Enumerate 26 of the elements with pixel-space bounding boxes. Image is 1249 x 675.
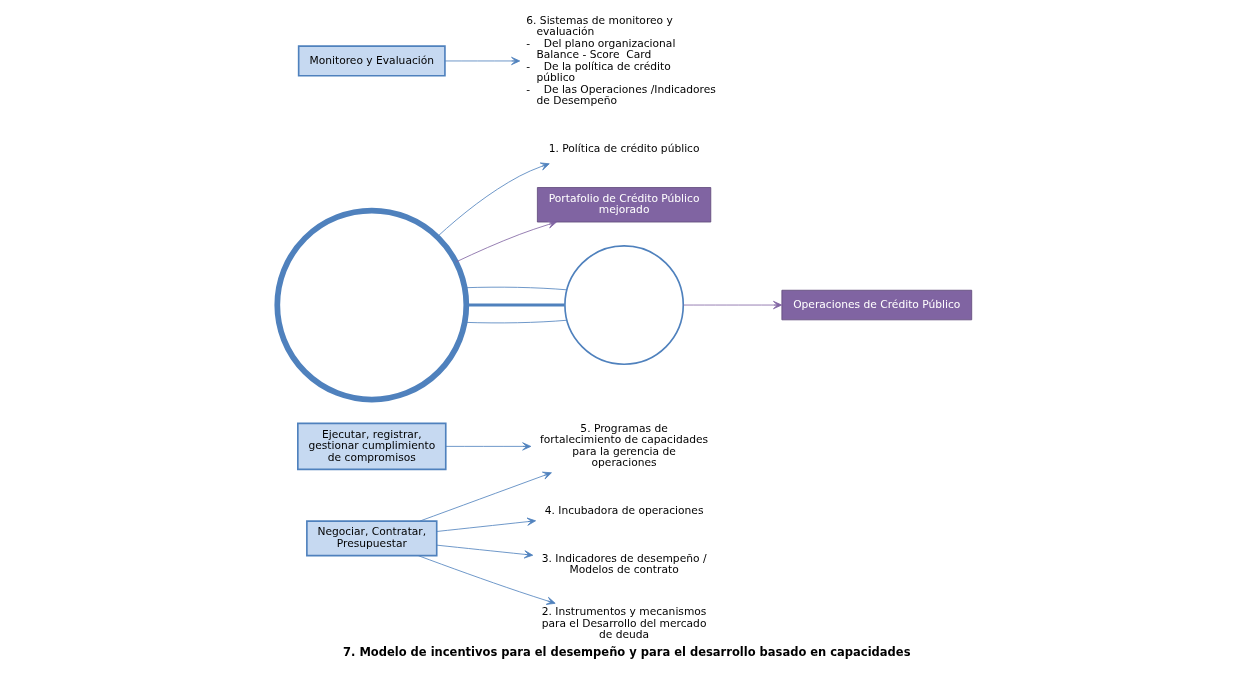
arrow — [436, 517, 536, 532]
node-text: 1. Política de crédito público — [548, 141, 700, 155]
arrow — [445, 442, 532, 451]
arrow — [436, 544, 534, 559]
arrow — [419, 471, 552, 522]
arrow — [683, 300, 783, 310]
node-box: Portafolio de Crédito Público mejorado — [537, 187, 712, 223]
node-text: 3. Indicadores de desempeño / Modelos de contrato — [541, 551, 707, 577]
node-text: 4. Incubadora de operaciones — [544, 504, 704, 518]
connector — [466, 303, 565, 307]
caption: 7. Modelo de incentivos para el desempeño y para el desarrollo basado en capacidades — [343, 645, 911, 660]
node-box: Operaciones de Crédito Público — [781, 289, 973, 321]
node-text: 5. Programas de fortalecimiento de capacidades para la gerencia de operaciones — [540, 421, 709, 470]
connector — [464, 319, 568, 324]
arrow — [444, 56, 521, 66]
node-text: 6. Sistemas de monitoreo y evaluación - Del plano organizacional Balance - Score Card - De la política de crédito público - De las Operaciones /Indicadores de Desempeño — [526, 13, 716, 108]
node-text: 2. Instrumentos y mecanismos para el Desarrollo del mercado de deuda — [541, 605, 707, 642]
node-box: Negociar, Contratar, Presupuestar — [306, 520, 438, 557]
node-box: Ejecutar, registrar, gestionar cumplimiento de compromisos — [297, 422, 447, 471]
node-circle — [274, 207, 470, 403]
arrow — [436, 162, 550, 238]
node-circle — [564, 245, 685, 366]
arrow — [455, 220, 557, 263]
connector — [464, 286, 568, 291]
arrow — [418, 555, 556, 605]
node-box: Monitoreo y Evaluación — [297, 45, 446, 77]
